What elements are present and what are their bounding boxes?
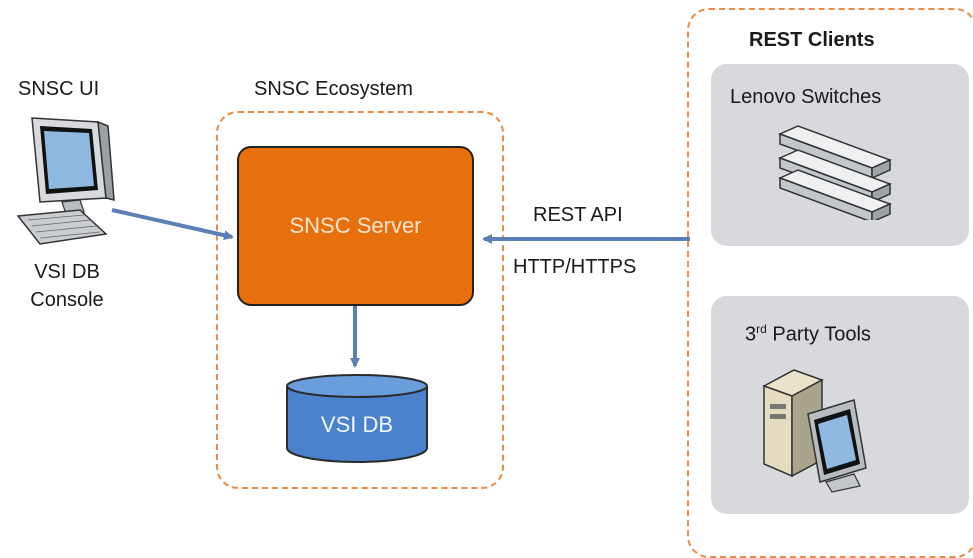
snsc-server-label: SNSC Server bbox=[289, 213, 422, 238]
rest-api-label: REST API bbox=[533, 204, 623, 226]
third-party-tools-label: 3rd Party Tools bbox=[745, 322, 871, 347]
tower-pc-icon bbox=[762, 369, 867, 493]
third-party-superscript: rd bbox=[756, 322, 767, 336]
network-switch-stack-icon bbox=[778, 125, 892, 220]
snsc-ui-label: SNSC UI bbox=[18, 78, 100, 100]
vsi-db-label: VSI DB bbox=[320, 412, 394, 437]
third-party-prefix: 3 bbox=[745, 323, 757, 346]
vsi-console-line1: VSI DB bbox=[34, 261, 100, 283]
database-cylinder-icon bbox=[286, 374, 428, 463]
vsi-console-line2: Console bbox=[30, 289, 104, 311]
connection-arrows bbox=[111, 208, 690, 368]
lenovo-switches-label: Lenovo Switches bbox=[730, 86, 882, 108]
http-https-label: HTTP/HTTPS bbox=[513, 256, 637, 278]
ui-to-server-arrow bbox=[111, 208, 234, 241]
ecosystem-container bbox=[216, 111, 504, 489]
ecosystem-title: SNSC Ecosystem bbox=[254, 78, 413, 100]
switch-unit bbox=[778, 125, 892, 180]
computer-monitor-icon bbox=[16, 117, 115, 245]
vsi-db-console-label: VSI DB Console bbox=[22, 258, 112, 314]
third-party-rest: Party Tools bbox=[766, 323, 871, 346]
snsc-server-box: SNSC Server bbox=[237, 146, 474, 306]
rest-clients-title: REST Clients bbox=[749, 29, 875, 51]
